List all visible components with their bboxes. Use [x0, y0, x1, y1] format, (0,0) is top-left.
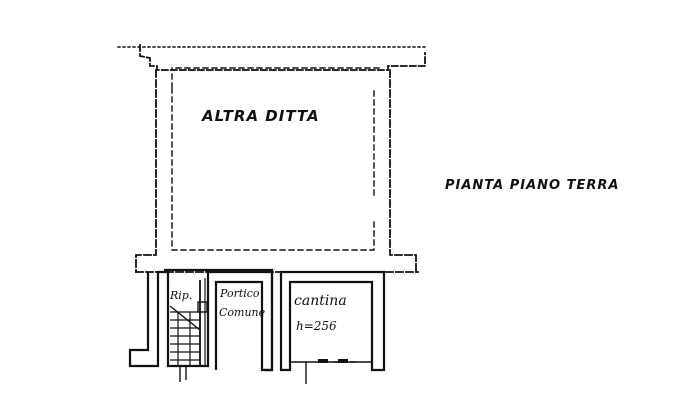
lower-walls	[128, 268, 386, 372]
cellar-wall	[279, 270, 386, 372]
portico-wall	[164, 268, 274, 372]
cellar-label: cantina	[294, 293, 347, 309]
portico-label-line1: Portico	[219, 287, 260, 300]
upper-room-walls	[117, 44, 426, 273]
outer-wall-right	[389, 69, 417, 273]
outer-wall-top	[139, 44, 426, 71]
stair-label: Rip.	[169, 289, 192, 302]
plan-title: PIANTA PIANO TERRA	[445, 178, 619, 193]
cellar-opening	[318, 359, 348, 363]
inner-wall	[171, 67, 381, 251]
outer-wall-left	[135, 69, 157, 273]
portico-label-line2: Comune	[219, 306, 266, 319]
upper-room-label: ALTRA DITTA	[201, 107, 320, 125]
staircase	[169, 278, 208, 366]
stair-portico-outline	[128, 270, 274, 372]
cellar-height-note: h=256	[296, 319, 337, 333]
